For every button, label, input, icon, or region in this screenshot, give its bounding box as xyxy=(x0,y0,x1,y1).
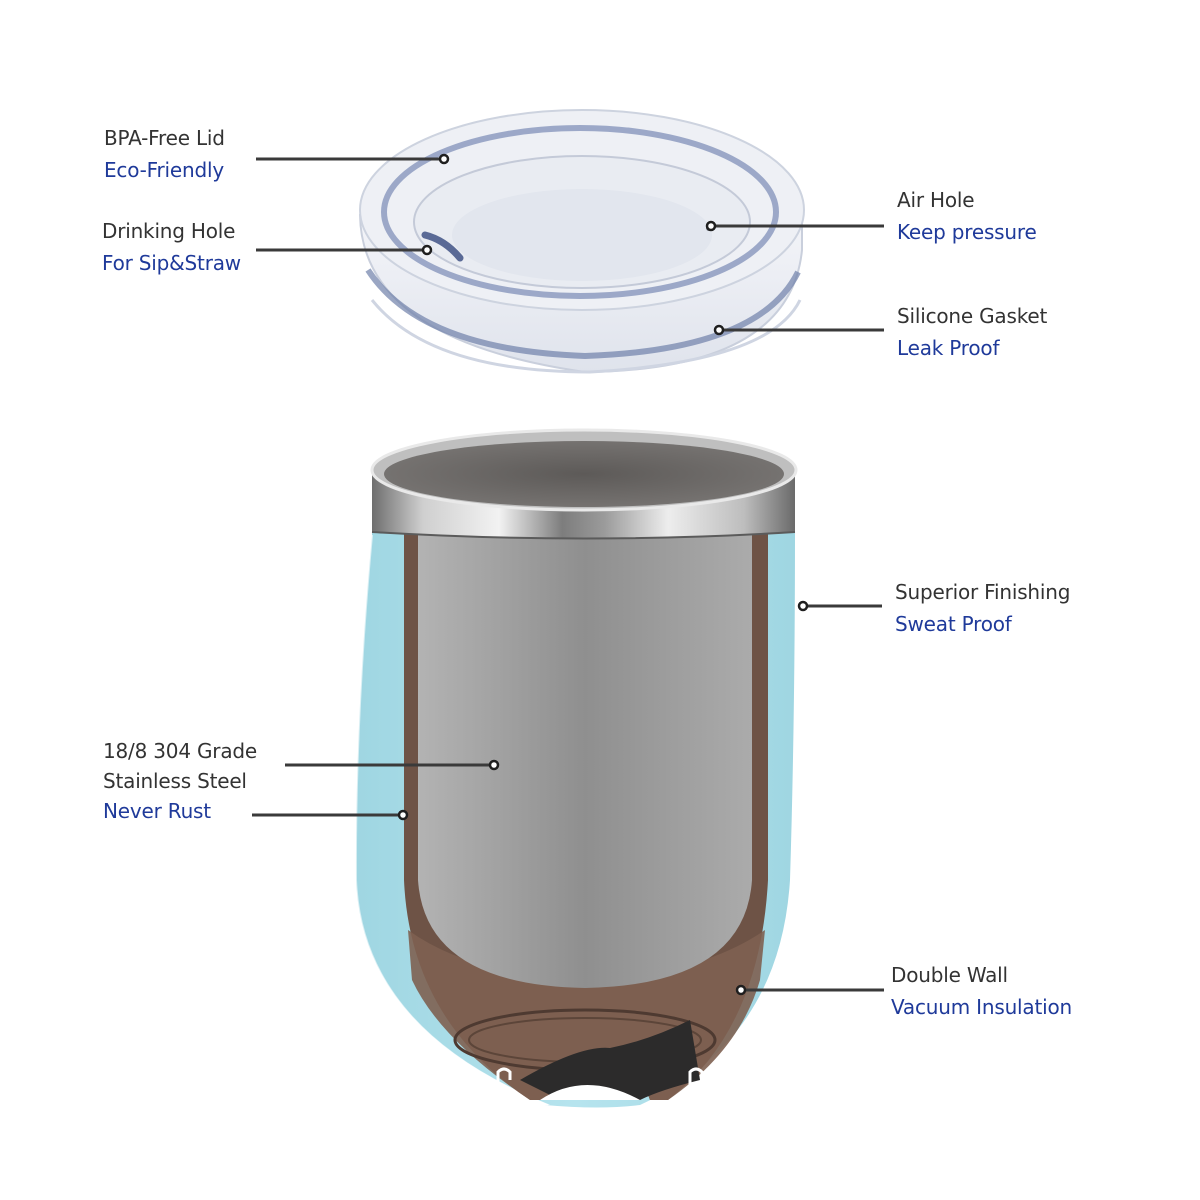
callout-title: Silicone Gasket xyxy=(897,304,1048,328)
callout-title: BPA-Free Lid xyxy=(104,126,225,150)
callout-title-line2: Stainless Steel xyxy=(103,769,247,793)
callout-bpa-free-lid: BPA-Free Lid Eco-Friendly xyxy=(104,128,225,180)
callout-dots xyxy=(397,153,809,996)
callout-subtitle: Eco-Friendly xyxy=(104,158,224,182)
callout-subtitle: Vacuum Insulation xyxy=(891,995,1072,1019)
callout-silicone-gasket: Silicone Gasket Leak Proof xyxy=(897,306,1047,358)
lid xyxy=(358,109,805,374)
callout-title: Double Wall xyxy=(891,963,1008,987)
leader-lines xyxy=(252,157,884,992)
callout-superior-finishing: Superior Finishing Sweat Proof xyxy=(895,582,1070,634)
tumbler-body xyxy=(354,428,798,1108)
callout-subtitle: For Sip&Straw xyxy=(102,251,241,275)
callout-title: Drinking Hole xyxy=(102,219,236,243)
callout-title: Air Hole xyxy=(897,188,975,212)
callout-title: Superior Finishing xyxy=(895,580,1071,604)
callout-drinking-hole: Drinking Hole For Sip&Straw xyxy=(102,221,241,273)
callout-double-wall: Double Wall Vacuum Insulation xyxy=(891,965,1072,1017)
callout-title-line1: 18/8 304 Grade xyxy=(103,739,257,763)
callout-subtitle: Leak Proof xyxy=(897,336,1000,360)
callout-stainless-steel: 18/8 304 Grade Stainless Steel Never Rus… xyxy=(103,741,257,821)
callout-subtitle: Never Rust xyxy=(103,799,211,823)
callout-subtitle: Keep pressure xyxy=(897,220,1037,244)
callout-subtitle: Sweat Proof xyxy=(895,612,1012,636)
callout-air-hole: Air Hole Keep pressure xyxy=(897,190,1037,242)
